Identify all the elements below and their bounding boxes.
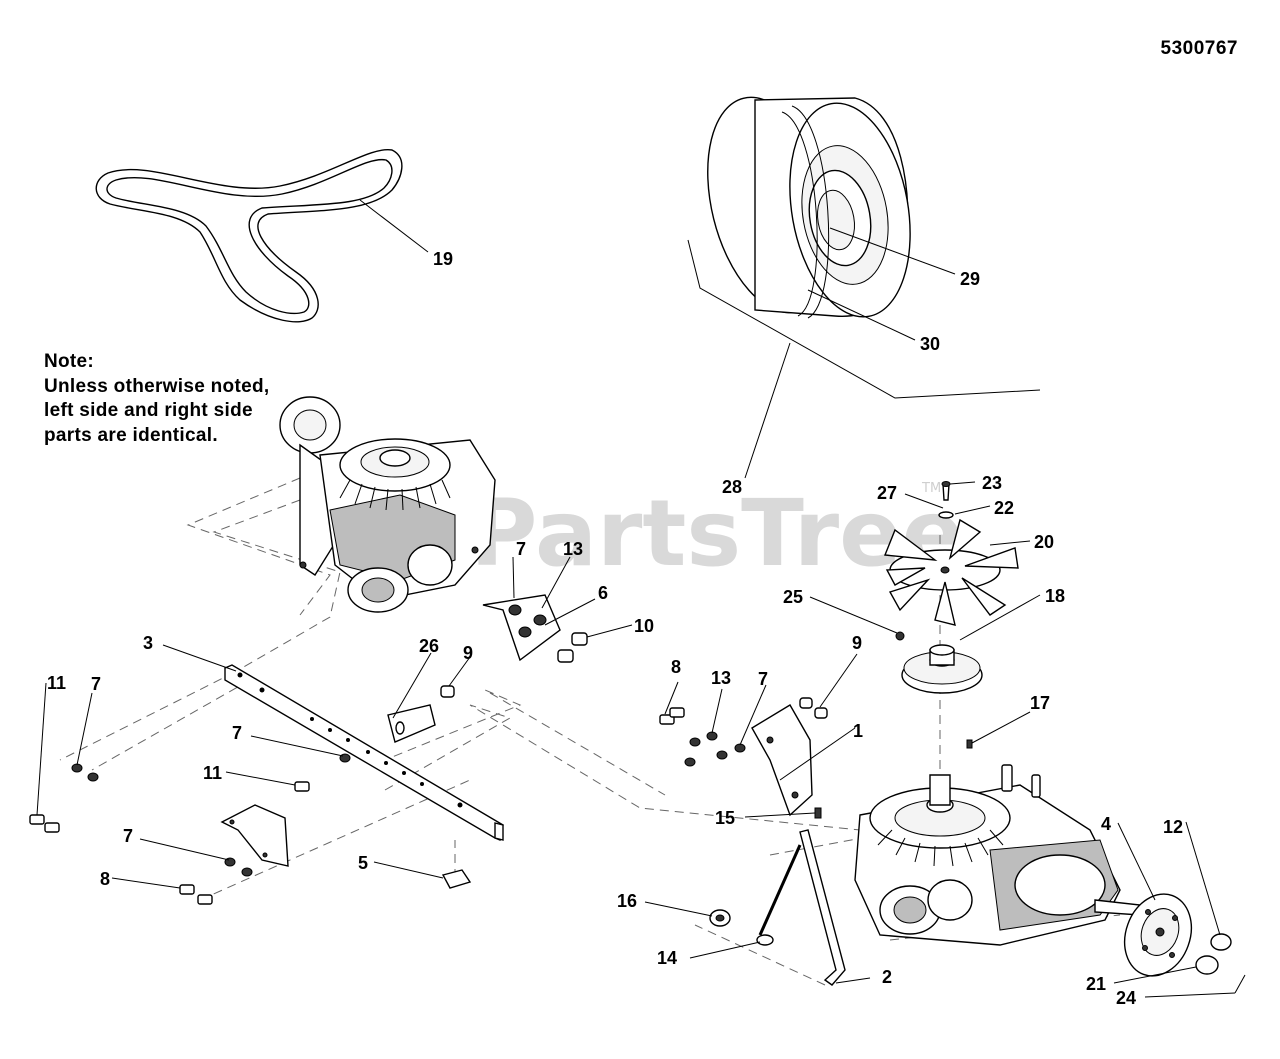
callout-7-e: 7 — [758, 669, 768, 689]
callout-23: 23 — [982, 473, 1002, 493]
drive-belt — [95, 148, 403, 323]
spacer-plate — [441, 869, 472, 889]
callout-15: 15 — [715, 808, 735, 828]
callout-labels: 19 29 30 28 23 27 22 20 25 18 7 13 6 10 … — [47, 249, 1183, 1008]
assembly-note: Note: Unless otherwise noted, left side … — [44, 350, 269, 448]
callout-3: 3 — [143, 633, 153, 653]
callout-21: 21 — [1086, 974, 1106, 994]
callout-18: 18 — [1045, 586, 1065, 606]
callout-7-d: 7 — [123, 826, 133, 846]
hub-washer — [1195, 955, 1219, 975]
callout-13-a: 13 — [563, 539, 583, 559]
leader-lines — [36, 199, 1236, 998]
callout-12: 12 — [1163, 817, 1183, 837]
callout-27: 27 — [877, 483, 897, 503]
callout-29: 29 — [960, 269, 980, 289]
control-rods — [709, 807, 846, 986]
small-part-25 — [895, 631, 905, 641]
part-24-line — [1234, 974, 1246, 994]
left-transaxle — [279, 396, 496, 613]
assembly-dash-lines — [59, 477, 1121, 986]
callout-5: 5 — [358, 853, 368, 873]
callout-11-a: 11 — [47, 673, 66, 693]
callout-7-b: 7 — [91, 674, 101, 694]
watermark: PartsTree TM — [470, 480, 964, 587]
svg-text:PartsTree: PartsTree — [470, 480, 964, 587]
callout-28: 28 — [722, 477, 742, 497]
key-17 — [966, 739, 973, 749]
callout-8-a: 8 — [100, 869, 110, 889]
callout-11-b: 11 — [203, 763, 222, 783]
right-bracket — [659, 697, 828, 817]
small-bracket — [387, 685, 455, 743]
right-transaxle — [854, 764, 1141, 946]
callout-25: 25 — [783, 587, 803, 607]
cooling-fan — [884, 481, 1019, 626]
callout-16: 16 — [617, 891, 637, 911]
callout-7-a: 7 — [516, 539, 526, 559]
left-bracket — [482, 594, 588, 663]
callout-22: 22 — [994, 498, 1014, 518]
callout-17: 17 — [1030, 693, 1050, 713]
lower-bracket — [220, 804, 289, 867]
hub-nut — [1210, 933, 1232, 951]
drive-pulley — [901, 644, 983, 694]
callout-9-a: 9 — [463, 643, 473, 663]
callout-26: 26 — [419, 636, 439, 656]
svg-text:TM: TM — [921, 481, 941, 496]
callout-4: 4 — [1101, 814, 1111, 834]
wheel-hub — [1123, 893, 1193, 977]
callout-30: 30 — [920, 334, 940, 354]
note-heading: Note: — [44, 351, 95, 372]
callout-13-b: 13 — [711, 668, 731, 688]
callout-20: 20 — [1034, 532, 1054, 552]
callout-1: 1 — [853, 721, 863, 741]
callout-10: 10 — [634, 616, 654, 636]
note-line: parts are identical. — [44, 424, 218, 446]
diagram-part-number: 5300767 — [1160, 38, 1238, 59]
callout-2: 2 — [882, 967, 892, 987]
callout-14: 14 — [657, 948, 677, 968]
frame-bar — [224, 664, 504, 841]
note-line: Unless otherwise noted, — [44, 375, 270, 397]
callout-8-b: 8 — [671, 657, 681, 677]
callout-7-c: 7 — [232, 723, 242, 743]
callout-19: 19 — [433, 249, 453, 269]
left-hardware — [29, 753, 351, 905]
callout-24: 24 — [1116, 988, 1136, 1008]
callout-6: 6 — [598, 583, 608, 603]
tire-assembly — [707, 96, 911, 319]
note-line: left side and right side — [44, 400, 253, 421]
callout-9-b: 9 — [852, 633, 862, 653]
